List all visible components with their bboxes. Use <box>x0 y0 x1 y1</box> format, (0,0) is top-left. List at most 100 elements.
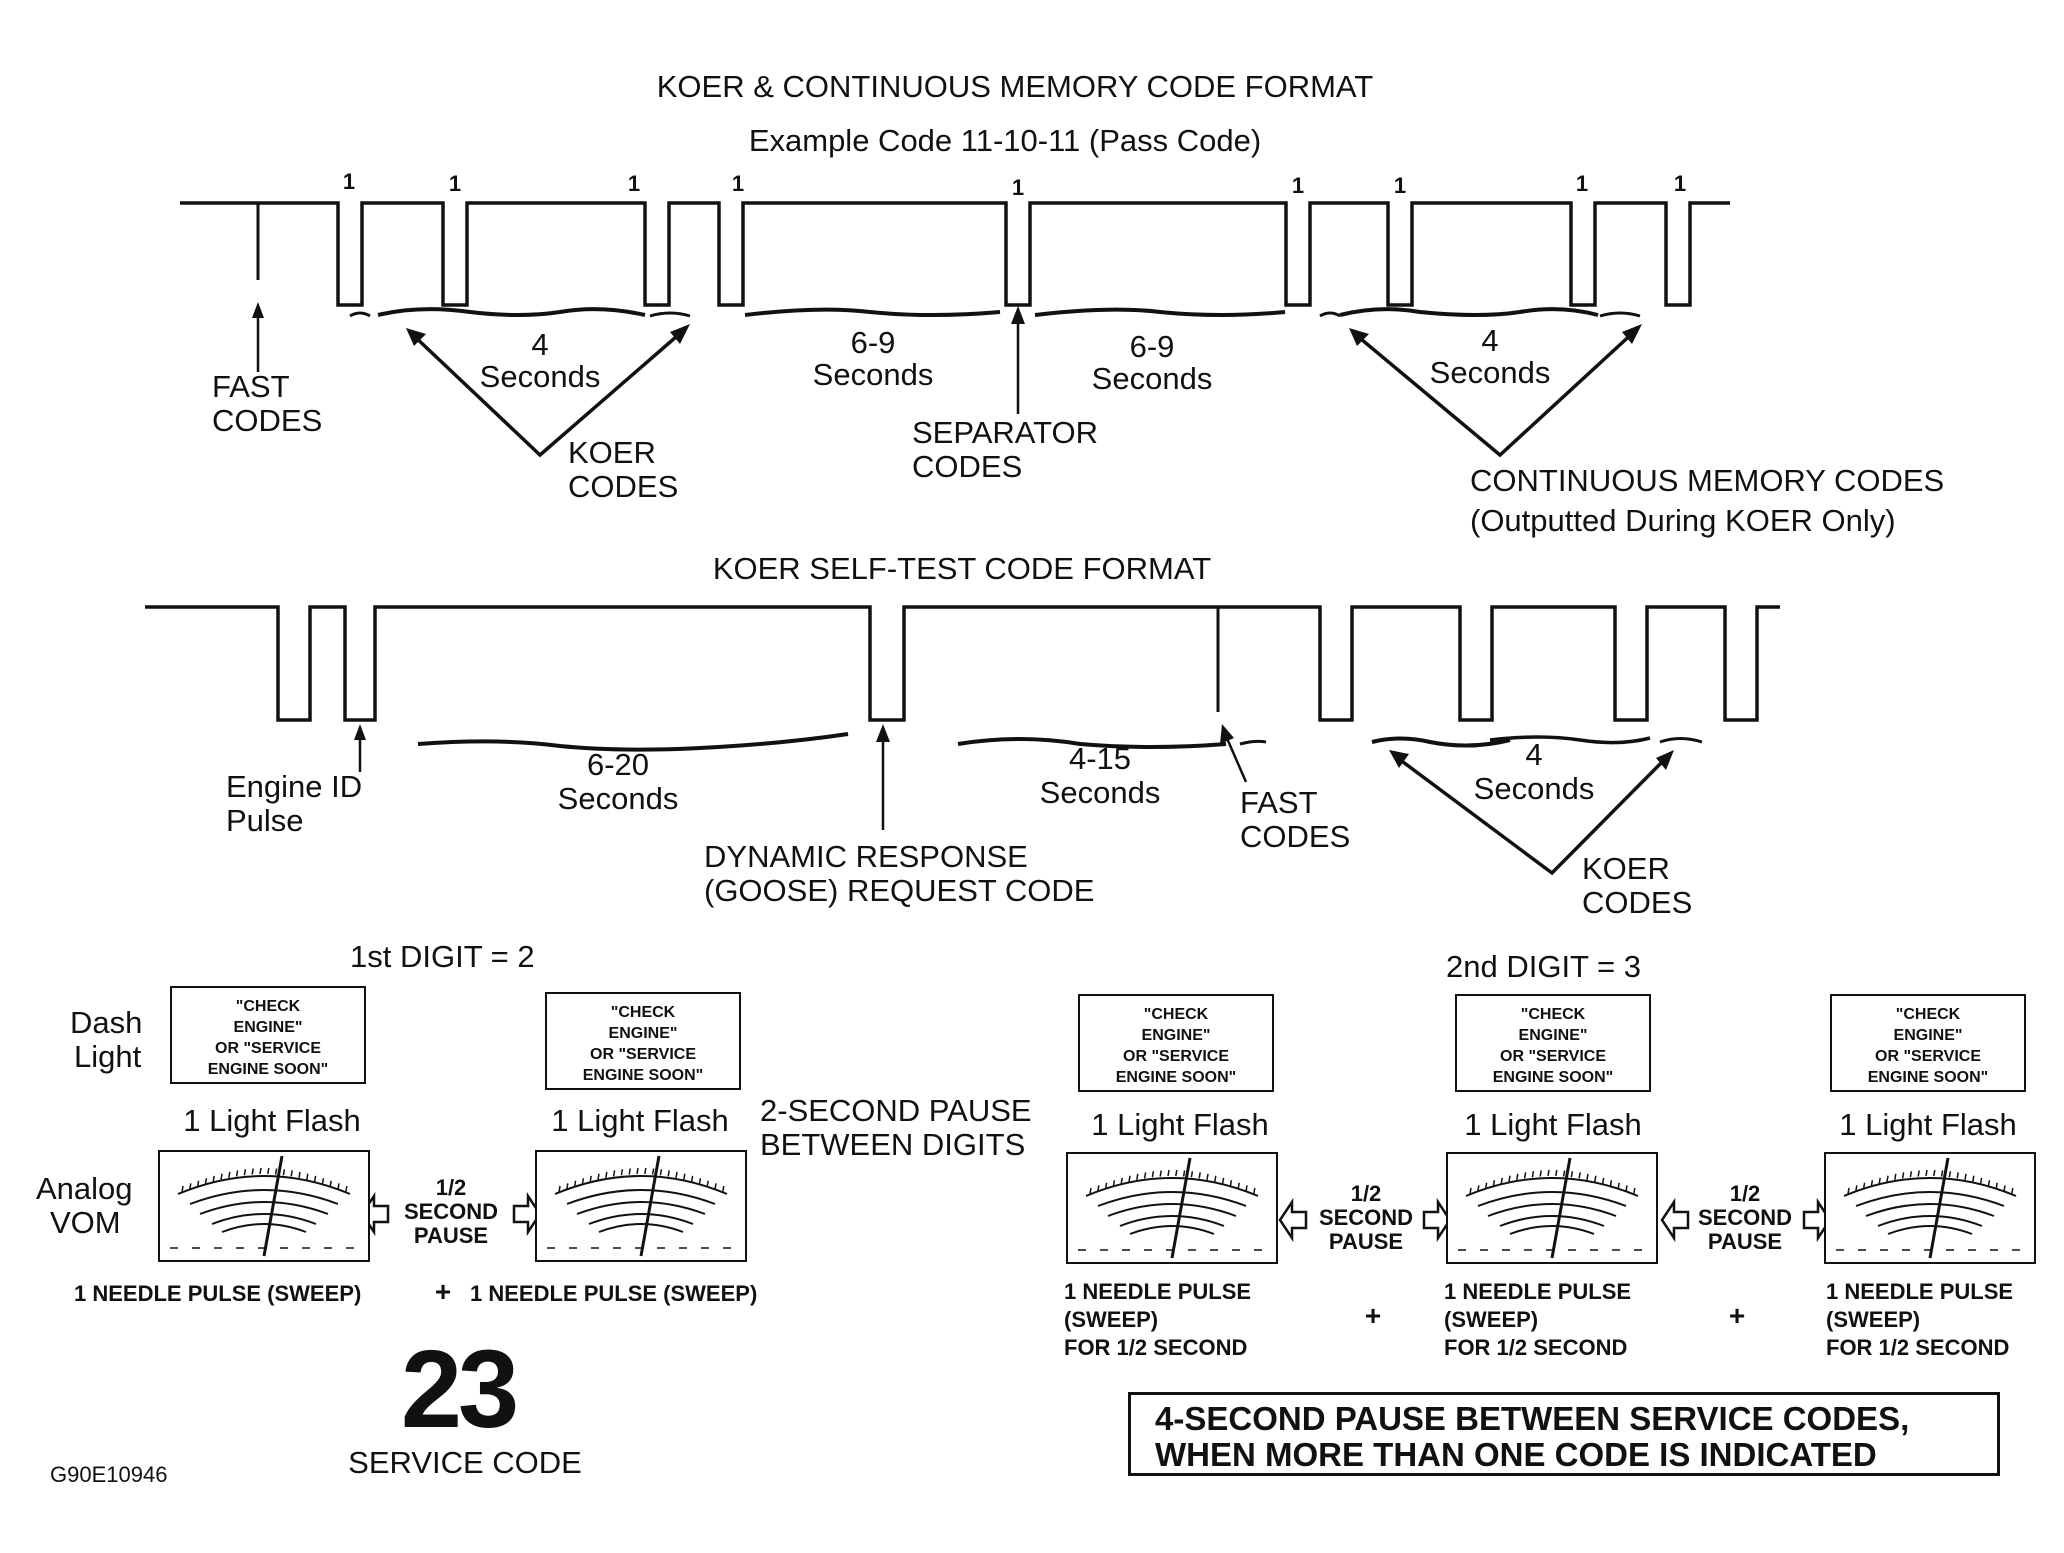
analog-vom-gauge-3 <box>1066 1152 1278 1264</box>
dash-light-label-1: Dash <box>70 1005 143 1040</box>
cm-arrowhead-right <box>1622 324 1642 344</box>
pulse-label-5: 1 <box>1011 175 1025 200</box>
first-digit-label: 1st DIGIT = 2 <box>350 939 535 974</box>
pulse-label-7: 1 <box>1393 173 1407 198</box>
needle-pulse-1: 1 NEEDLE PULSE (SWEEP) <box>74 1281 362 1306</box>
needle-text-line: 1 NEEDLE PULSE <box>1444 1279 1632 1304</box>
engine-id-arrowhead <box>354 724 366 740</box>
note-line-2: WHEN MORE THAN ONE CODE IS INDICATED <box>1155 1436 1877 1473</box>
plus-1: + <box>434 1276 452 1307</box>
engine-id-label-1: Engine ID <box>226 769 363 804</box>
gap-a-unit: Seconds <box>812 357 934 392</box>
gauge-face-icon <box>1078 1157 1266 1259</box>
pause-text-line: 1/2 <box>435 1175 467 1200</box>
light-text-line: ENGINE" <box>1518 1027 1588 1044</box>
light-text-line: ENGINE" <box>233 1019 303 1036</box>
gap-a-value: 6-9 <box>850 325 896 360</box>
fast-codes-label-1: FAST <box>212 369 290 404</box>
brace-gap-a <box>744 307 1001 317</box>
two-second-pause-1: 2-SECOND PAUSE <box>760 1093 1032 1128</box>
analog-vom-label-1: Analog <box>36 1171 133 1206</box>
koer-cm-waveform <box>180 201 1730 307</box>
pause-text-line: PAUSE <box>1328 1229 1404 1254</box>
service-code-label: SERVICE CODE <box>348 1445 582 1480</box>
plus-2: + <box>1364 1300 1382 1331</box>
light-text-line: "CHECK <box>235 998 301 1015</box>
pause-text-line: SECOND <box>1318 1205 1414 1230</box>
light-flash-label-2: 1 Light Flash <box>551 1103 729 1138</box>
pulse-label-9: 1 <box>1673 171 1687 196</box>
light-text-line: ENGINE SOON" <box>582 1067 704 1084</box>
koer2-arrowhead-left <box>1389 750 1409 768</box>
needle-text-line: 1 NEEDLE PULSE <box>1826 1279 2014 1304</box>
needle-text-line: FOR 1/2 SECOND <box>1444 1335 1628 1360</box>
analog-vom-gauge-5 <box>1824 1152 2036 1264</box>
gap-6-20-value: 6-20 <box>586 747 650 782</box>
koer2-4s-unit: Seconds <box>1473 771 1595 806</box>
brace-koer-4s <box>377 307 646 317</box>
koer-4s-unit: Seconds <box>479 359 601 394</box>
cm-codes-label-2: (Outputted During KOER Only) <box>1470 503 1896 538</box>
pulse-label-4: 1 <box>731 171 745 196</box>
separator-label-1: SEPARATOR <box>912 415 1099 450</box>
koer2-codes-label-1: KOER <box>1582 851 1670 886</box>
brace-koer-4s-2 <box>1371 736 1511 748</box>
two-second-pause-2: BETWEEN DIGITS <box>760 1127 1026 1162</box>
gap-6-20-unit: Seconds <box>557 781 679 816</box>
pulse-label-2: 1 <box>448 171 462 196</box>
light-text-line: ENGINE SOON" <box>1492 1069 1614 1086</box>
pulse-label-6: 1 <box>1291 173 1305 198</box>
cm-4s-value: 4 <box>1481 323 1499 358</box>
brace-koer-4s-2c <box>1659 737 1703 744</box>
self-test-waveform <box>145 605 1780 722</box>
pause-text-line: 1/2 <box>1350 1181 1382 1206</box>
gauge-face-icon <box>1836 1157 2024 1259</box>
analog-vom-gauge-2 <box>535 1150 747 1262</box>
pause-arrows-2 <box>1278 1197 1452 1243</box>
brace-6-20 <box>417 732 849 752</box>
koer-arrowhead-left <box>406 328 426 346</box>
figure-id: G90E10946 <box>50 1462 168 1487</box>
light-text-line: "CHECK <box>610 1004 676 1021</box>
pause-text-line: 1/2 <box>1729 1181 1761 1206</box>
goose-label-1: DYNAMIC RESPONSE <box>704 839 1028 874</box>
goose-arrowhead <box>876 724 890 742</box>
needle-text-line: (SWEEP) <box>1826 1307 1921 1332</box>
service-code-pause-note: 4-SECOND PAUSE BETWEEN SERVICE CODES, WH… <box>1128 1392 2000 1476</box>
pulse-label-8: 1 <box>1575 171 1589 196</box>
dash-light-label-2: Light <box>74 1039 142 1074</box>
fast-codes-label-2: CODES <box>212 403 323 438</box>
brace-tail-3 <box>1319 311 1341 318</box>
pulse-label-1: 1 <box>342 169 356 194</box>
fast-codes-2-label-1: FAST <box>1240 785 1318 820</box>
service-code-number: 23 <box>400 1328 519 1451</box>
brace-tail-2 <box>649 311 691 318</box>
needle-pulse-half-second-3: 1 NEEDLE PULSE (SWEEP) FOR 1/2 SECOND <box>1826 1278 2013 1362</box>
needle-text-line: (SWEEP) <box>1064 1307 1159 1332</box>
koer-4s-value: 4 <box>531 327 549 362</box>
separator-label-2: CODES <box>912 449 1023 484</box>
brace-cm-4s <box>1339 307 1599 317</box>
gap-4-15-unit: Seconds <box>1039 775 1161 810</box>
needle-text-line: FOR 1/2 SECOND <box>1826 1335 2010 1360</box>
gauge-face-icon <box>1458 1157 1646 1259</box>
engine-id-label-2: Pulse <box>226 803 304 838</box>
light-text-line: ENGINE SOON" <box>207 1061 329 1078</box>
gap-4-15-value: 4-15 <box>1068 741 1132 776</box>
cm-arrowhead-left <box>1349 328 1369 346</box>
needle-pulse-2: 1 NEEDLE PULSE (SWEEP) <box>470 1281 758 1306</box>
light-text-line: "CHECK <box>1520 1006 1586 1023</box>
koer-cm-subtitle: Example Code 11-10-11 (Pass Code) <box>748 123 1262 158</box>
gap-b-value: 6-9 <box>1129 329 1175 364</box>
brace-4-15 <box>957 737 1227 749</box>
light-text-line: ENGINE SOON" <box>1867 1069 1989 1086</box>
needle-text-line: FOR 1/2 SECOND <box>1064 1335 1248 1360</box>
